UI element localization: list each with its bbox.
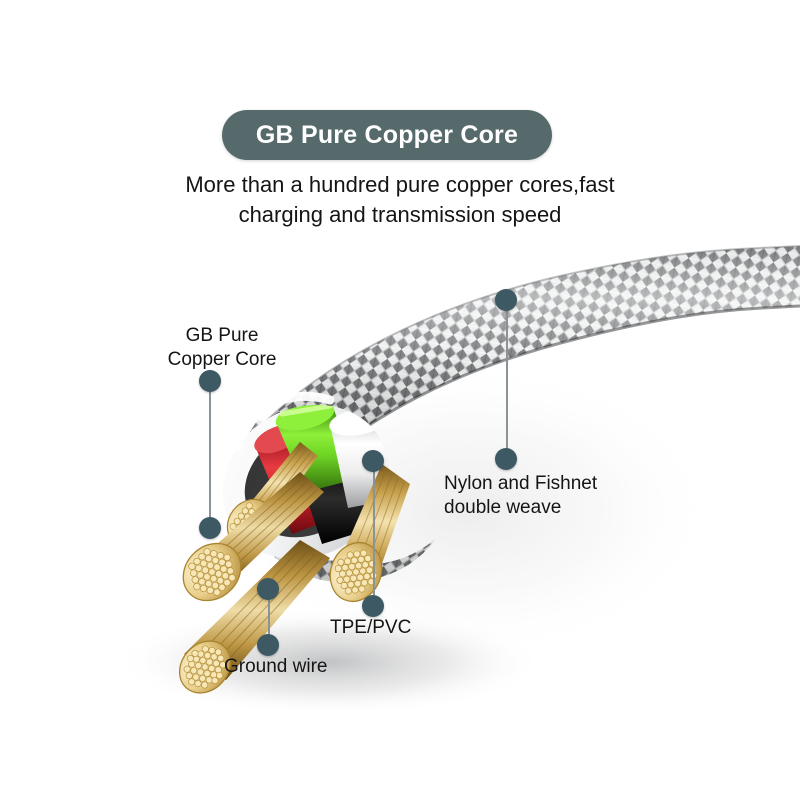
subtitle: More than a hundred pure copper cores,fa… — [100, 170, 700, 230]
cable-illustration — [0, 210, 800, 716]
callout-label-ground-wire: Ground wire — [224, 655, 364, 679]
subtitle-line-1: More than a hundred pure copper cores,fa… — [185, 172, 615, 197]
callout-line-ground-wire — [268, 589, 270, 634]
copper-core-bundles — [178, 442, 410, 694]
callout-line-nylon-fishnet-double-weave — [506, 300, 508, 448]
callout-dot-top-nylon-fishnet-double-weave — [495, 289, 517, 311]
callout-dot-bottom-tpe-pvc — [362, 595, 384, 617]
callout-label-line-1: Ground wire — [224, 656, 328, 677]
callout-label-line-2: double weave — [444, 497, 562, 518]
callout-dot-bottom-ground-wire — [257, 634, 279, 656]
callout-dot-top-ground-wire — [257, 578, 279, 600]
copper-bundle-3 — [329, 464, 410, 602]
callout-label-line-2: Copper Core — [167, 349, 277, 370]
callout-dot-top-gb-pure-copper-core — [199, 370, 221, 392]
callout-label-line-1: TPE/PVC — [330, 617, 412, 638]
page-title: GB Pure Copper Core — [255, 120, 519, 149]
callout-dot-top-tpe-pvc — [362, 450, 384, 472]
callout-label-nylon-fishnet-double-weave: Nylon and Fishnet double weave — [444, 472, 624, 520]
callout-label-line-1: Nylon and Fishnet — [444, 473, 598, 494]
copper-bundle-ground — [178, 540, 330, 694]
callout-line-tpe-pvc — [373, 461, 375, 595]
callout-dot-bottom-gb-pure-copper-core — [199, 517, 221, 539]
copper-bundle-2 — [182, 472, 324, 602]
cable-artwork-svg — [115, 245, 800, 716]
subtitle-line-2: charging and transmission speed — [238, 202, 562, 227]
callout-line-gb-pure-copper-core — [209, 381, 211, 528]
title-pill: GB Pure Copper Core — [222, 110, 552, 160]
callout-label-tpe-pvc: TPE/PVC — [330, 616, 450, 640]
callout-dot-bottom-nylon-fishnet-double-weave — [495, 448, 517, 470]
callout-label-line-1: GB Pure — [185, 325, 259, 346]
